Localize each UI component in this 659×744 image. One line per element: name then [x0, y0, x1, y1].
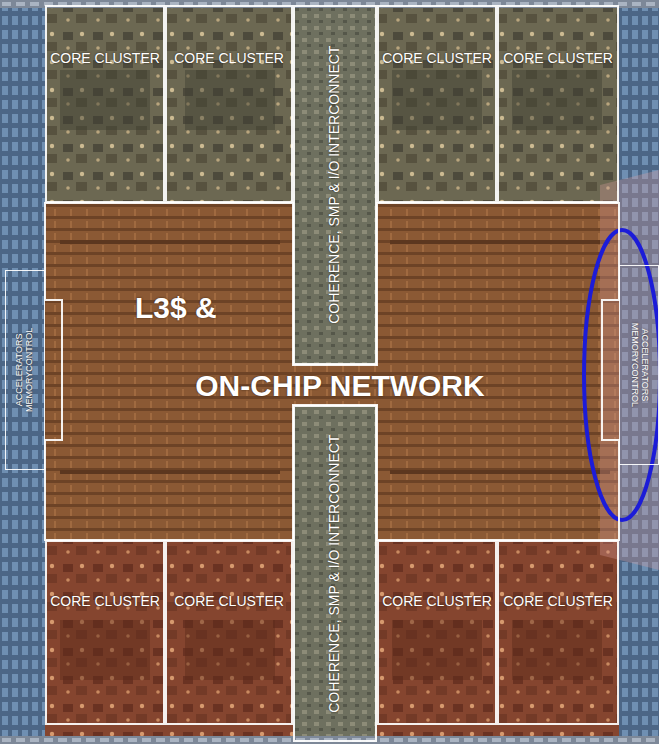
core-cluster-box: CORE CLUSTER: [165, 540, 293, 725]
interconnect-box: COHERENCE, SMP & I/O INTERCONNECT: [293, 405, 377, 742]
core-cluster-box: CORE CLUSTER: [377, 540, 497, 725]
region-label: ACCELERATORS MEMORYCONTROL: [15, 326, 35, 414]
region-label: ON-CHIP NETWORK: [195, 369, 484, 402]
cache-detail: [60, 240, 280, 244]
core-cluster-box: CORE CLUSTER: [377, 5, 497, 203]
core-detail: [185, 70, 275, 130]
region-label: CORE CLUSTER: [503, 51, 613, 66]
region-label: CORE CLUSTER: [382, 51, 492, 66]
region-label: CORE CLUSTER: [174, 594, 284, 609]
core-cluster-box: CORE CLUSTER: [497, 540, 619, 725]
accelerator-box: ACCELERATORS MEMORYCONTROL: [619, 265, 659, 465]
interconnect-box: COHERENCE, SMP & I/O INTERCONNECT: [293, 5, 377, 365]
region-label: CORE CLUSTER: [50, 594, 160, 609]
core-detail: [392, 70, 482, 130]
region-label: CORE CLUSTER: [174, 51, 284, 66]
region-label: CORE CLUSTER: [503, 594, 613, 609]
die-edge-strip: [0, 8, 45, 736]
region-label: CORE CLUSTER: [50, 51, 160, 66]
region-label: ACCELERATORS MEMORYCONTROL: [629, 321, 649, 409]
core-detail: [60, 620, 150, 680]
region-label: COHERENCE, SMP & I/O INTERCONNECT: [327, 434, 342, 712]
region-label: CORE CLUSTER: [382, 594, 492, 609]
core-detail: [392, 620, 482, 680]
cache-detail: [390, 470, 610, 474]
highlight-ellipse: [584, 230, 659, 520]
pad-row: [0, 736, 659, 744]
core-detail: [60, 70, 150, 130]
core-detail: [512, 620, 602, 680]
accelerator-box: ACCELERATORS MEMORYCONTROL: [5, 270, 45, 470]
core-detail: [185, 620, 275, 680]
core-cluster-box: CORE CLUSTER: [165, 5, 293, 203]
core-cluster-box: CORE CLUSTER: [45, 5, 165, 203]
core-detail: [512, 70, 602, 130]
cache-detail: [390, 240, 610, 244]
core-cluster-box: CORE CLUSTER: [45, 540, 165, 725]
core-cluster-box: CORE CLUSTER: [497, 5, 619, 203]
cache-detail: [60, 470, 280, 474]
region-label: L3$ &: [135, 291, 217, 324]
region-label: COHERENCE, SMP & I/O INTERCONNECT: [327, 46, 342, 324]
